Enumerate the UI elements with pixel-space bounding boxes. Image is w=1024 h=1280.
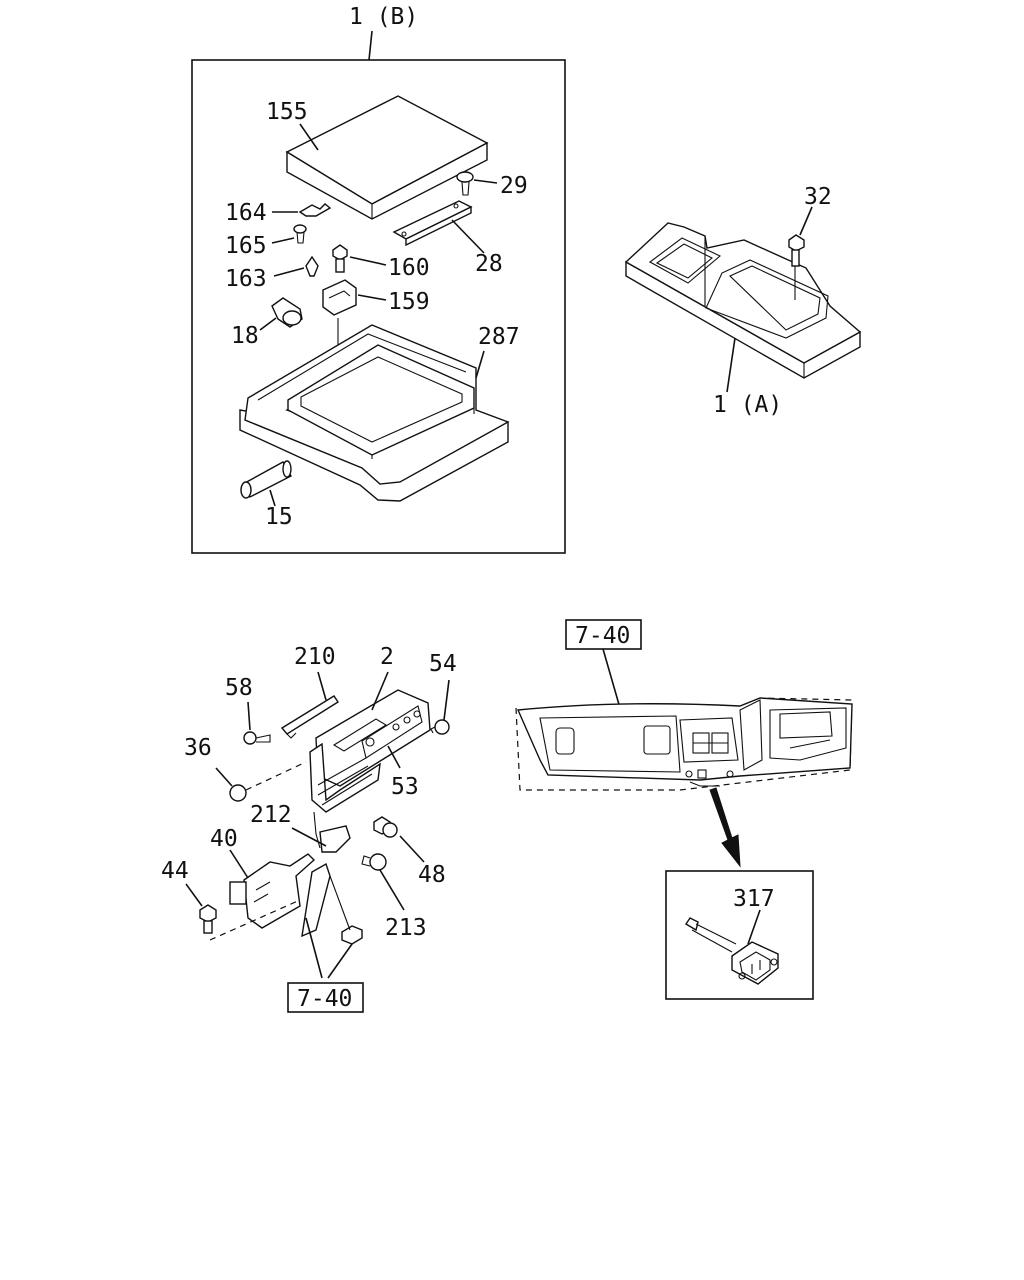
- label-29: 29: [500, 173, 528, 199]
- part-32-bolt: [788, 206, 813, 300]
- part-18-knob: [259, 297, 303, 331]
- callout-arrow: [709, 787, 741, 868]
- switch-panel-assembly: 210 2 54 58 36 53 212 40 48 44 213 7-40: [161, 644, 457, 1013]
- label-213: 213: [385, 915, 427, 941]
- leader-1a: [726, 337, 736, 393]
- part-44-bolt: [185, 883, 217, 934]
- label-212: 212: [250, 802, 292, 828]
- leader-1b: [368, 30, 373, 61]
- part-155-lid: [285, 95, 489, 220]
- part-160-bolt: [332, 244, 387, 273]
- label-58: 58: [225, 675, 253, 701]
- label-165: 165: [225, 233, 267, 259]
- part-28-hinge: [392, 200, 485, 254]
- dashboard-assembly: 7-40: [515, 619, 853, 1000]
- label-18: 18: [231, 323, 259, 349]
- part-212-bracket: [291, 811, 351, 853]
- detail-box-317: [665, 870, 814, 1000]
- part-317-connector: [685, 909, 779, 985]
- part-210-strip: [280, 671, 339, 739]
- part-29-screw: [456, 171, 498, 196]
- leader-155: [299, 123, 319, 151]
- label-53: 53: [391, 774, 419, 800]
- label-159: 159: [388, 289, 430, 315]
- ref-box-740-bottom: [287, 982, 364, 1013]
- part-54-knob: [430, 679, 450, 735]
- label-1b: 1 (B): [349, 4, 418, 30]
- label-48: 48: [418, 862, 446, 888]
- label-40: 40: [210, 826, 238, 852]
- part-2-panel: [309, 671, 431, 813]
- label-160: 160: [388, 255, 430, 281]
- label-2: 2: [380, 644, 394, 670]
- leader-740-b: [327, 943, 353, 979]
- part-165-screw: [271, 224, 307, 244]
- label-32: 32: [804, 184, 832, 210]
- console-tray-1a: 32 1 (A): [624, 184, 862, 418]
- label-317: 317: [733, 886, 775, 912]
- label-36: 36: [184, 735, 212, 761]
- part-58-screw: [243, 701, 271, 745]
- label-44: 44: [161, 858, 189, 884]
- assembly-1b-frame: [191, 59, 566, 554]
- label-15: 15: [265, 504, 293, 530]
- label-164: 164: [225, 200, 267, 226]
- console-box-assembly-1b: 1 (B) 155 29 164 165 28 160 163 159 18 2…: [191, 4, 566, 554]
- leader-740-a: [305, 917, 323, 979]
- ref-740-bottom: 7-40: [297, 986, 352, 1012]
- lower-bracket: [301, 862, 363, 945]
- label-54: 54: [429, 651, 457, 677]
- part-287-console-box: [239, 324, 510, 502]
- label-1a: 1 (A): [713, 392, 782, 418]
- label-155: 155: [266, 99, 308, 125]
- part-163-pin: [273, 255, 319, 277]
- label-28: 28: [475, 251, 503, 277]
- label-163: 163: [225, 266, 267, 292]
- label-210: 210: [294, 644, 336, 670]
- part-36-clip: [215, 761, 307, 802]
- part-164-clip: [272, 203, 332, 217]
- leader-dashboard: [602, 648, 621, 709]
- ref-740-top: 7-40: [575, 623, 630, 649]
- label-287: 287: [478, 324, 520, 350]
- part-15-tube: [240, 460, 292, 507]
- part-40-bracket: [209, 849, 316, 941]
- part-213-bolt: [361, 853, 405, 911]
- part-48-bolt: [373, 816, 425, 863]
